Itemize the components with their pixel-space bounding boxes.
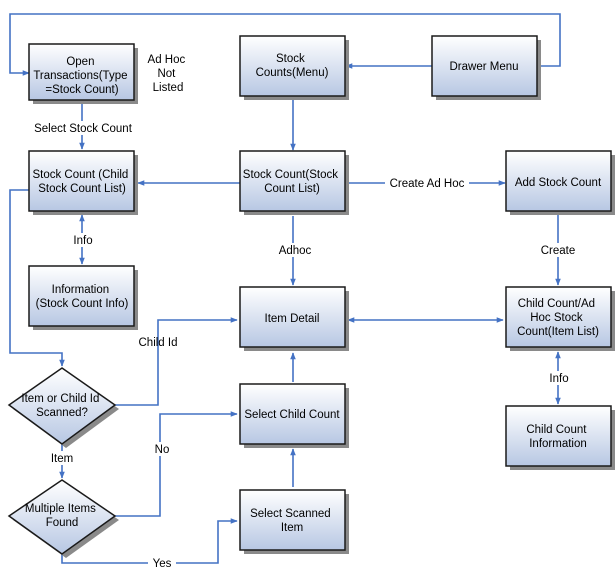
node-text-line: Information — [529, 438, 587, 450]
label-bg — [70, 233, 96, 247]
node-stock-count-list: Stock Count(Stock Count List) — [239, 150, 349, 215]
node-text-line: Stock Count (Child — [32, 169, 128, 181]
node-text-line: Child Count — [526, 424, 587, 436]
node-text-line: Count(Item List) — [517, 326, 599, 338]
svg-text:Information (Stock Cou: Information (Stock Count Info) — [36, 284, 129, 310]
node-text-line: Drawer Menu — [449, 61, 518, 73]
node-text-line: Found — [46, 517, 79, 529]
label-no: No — [155, 444, 170, 456]
label-info-left: Info — [73, 235, 92, 247]
node-text-line: =Stock Count) — [45, 84, 118, 96]
node-text-line: Add Stock Count — [515, 177, 602, 189]
node-child-count-adhoc: Child Count/Ad Hoc Stock Count(Item List… — [505, 286, 615, 351]
node-text-line: Item or Child Id — [21, 393, 99, 405]
svg-text:Drawer Menu: Drawer Menu — [449, 61, 518, 73]
node-decision-item-or-child-scanned: Item or Child Id Scanned? — [7, 367, 119, 448]
node-text-line: Information — [52, 284, 110, 296]
node-text-line: Item Detail — [265, 313, 320, 325]
label-ad-hoc-not-listed-line: Ad Hoc — [148, 54, 186, 66]
node-text-line: Child Count/Ad — [518, 298, 595, 310]
svg-text:Stock Count(Stock Coun: Stock Count(Stock Count List) — [243, 169, 341, 195]
svg-text:Stock Counts(Menu): Stock Counts(Menu) — [256, 53, 329, 79]
node-text-line: (Stock Count Info) — [36, 298, 129, 310]
node-text-line: Stock Count(Stock — [243, 169, 338, 181]
edge-child-list-to-decision — [9, 189, 65, 367]
node-text-line: Counts(Menu) — [256, 67, 329, 79]
label-create: Create — [541, 245, 576, 257]
node-stock-count-child-list: Stock Count (Child Stock Count List) — [28, 150, 138, 215]
node-text-line: Count List) — [264, 183, 320, 195]
node-item-detail: Item Detail — [239, 286, 349, 351]
node-text-line: Transactions(Type — [33, 70, 127, 82]
label-ad-hoc-not-listed-line: Listed — [153, 82, 184, 94]
node-text-line: Stock Count List) — [38, 183, 126, 195]
nodes: Open Transactions(Type =Stock Count) Sto… — [7, 35, 615, 558]
label-bg — [46, 451, 78, 465]
svg-text:Select Child Count: Select Child Count — [244, 409, 340, 421]
svg-text:Item or Child Id Scann: Item or Child Id Scanned? — [21, 393, 102, 419]
svg-text:Stock Count (Child Sto: Stock Count (Child Stock Count List) — [32, 169, 131, 195]
svg-text:Multiple Items Found: Multiple Items Found — [25, 503, 99, 529]
svg-text:Ad Hoc Not Listed: Ad Hoc Not Listed — [148, 54, 189, 94]
edge-multiple-items-to-select-scanned — [61, 518, 238, 564]
edge-labels: Ad Hoc Not Listed Select Stock Count Inf… — [30, 54, 578, 570]
node-add-stock-count: Add Stock Count — [505, 150, 615, 215]
label-bg — [148, 556, 176, 570]
label-bg — [546, 371, 572, 385]
svg-text:Child Count/Ad Hoc Sto: Child Count/Ad Hoc Stock Count(Item List… — [517, 298, 599, 338]
node-text-line: Stock — [276, 53, 305, 65]
node-text-line: Scanned? — [36, 407, 88, 419]
node-drawer-menu: Drawer Menu — [431, 35, 541, 100]
node-information: Information (Stock Count Info) — [28, 265, 138, 330]
edge-decision-to-item-detail — [115, 317, 238, 406]
label-bg — [538, 243, 578, 257]
node-text-line: Item — [281, 522, 303, 534]
node-text-line: Select Scanned — [250, 508, 331, 520]
label-select-stock-count: Select Stock Count — [34, 123, 133, 135]
node-open-transactions: Open Transactions(Type =Stock Count) — [28, 43, 138, 104]
node-decision-multiple-items-found: Multiple Items Found — [7, 479, 119, 558]
node-text-line: Select Child Count — [244, 409, 340, 421]
node-select-scanned-item: Select Scanned Item — [239, 489, 349, 554]
label-create-ad-hoc: Create Ad Hoc — [390, 178, 465, 190]
node-text-line: Open — [66, 56, 94, 68]
svg-text:Select Scanned Item: Select Scanned Item — [250, 508, 334, 534]
label-adhoc: Adhoc — [279, 245, 312, 257]
label-yes: Yes — [153, 558, 172, 570]
label-bg — [152, 442, 172, 456]
svg-text:Add Stock Count: Add Stock Count — [515, 177, 602, 189]
node-text-line: Hoc Stock — [530, 312, 583, 324]
label-bg — [30, 121, 136, 135]
label-bg — [385, 176, 469, 190]
edge-drawer-to-open-transactions — [9, 13, 561, 76]
node-select-child-count: Select Child Count — [239, 383, 349, 448]
node-child-count-information: Child Count Information — [505, 405, 615, 470]
svg-text:Item Detail: Item Detail — [265, 313, 320, 325]
edge-multiple-items-to-select-child — [115, 411, 238, 517]
label-child-id: Child Id — [139, 337, 178, 349]
svg-text:Open Transactions(Type: Open Transactions(Type =Stock Count) — [33, 56, 130, 96]
label-ad-hoc-not-listed-line: Not — [157, 68, 176, 80]
label-item: Item — [51, 453, 73, 465]
label-bg — [277, 243, 313, 257]
node-text-line: Multiple Items — [25, 503, 96, 515]
svg-text:Child Count Informatio: Child Count Information — [526, 424, 589, 450]
node-stock-counts-menu: Stock Counts(Menu) — [239, 35, 349, 100]
label-info-right: Info — [549, 373, 568, 385]
